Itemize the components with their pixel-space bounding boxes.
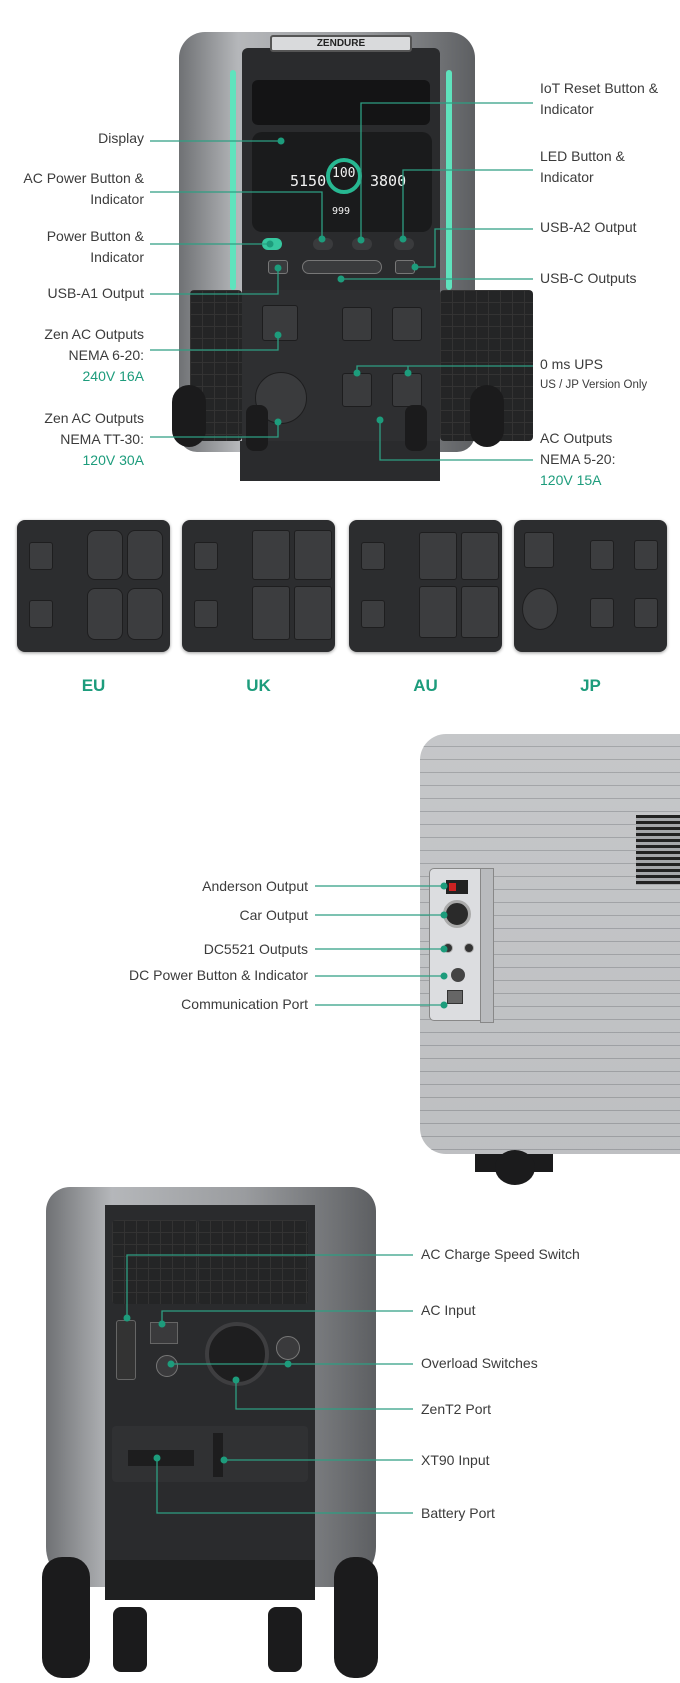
label-usb-c: USB-C Outputs [540, 270, 637, 286]
label-usb-a1: USB-A1 Output [47, 285, 145, 301]
region-label-au: AU [413, 676, 438, 695]
label-overload-switches: Overload Switches [421, 1355, 538, 1371]
label-ac-power-button: AC Power Button &Indicator [23, 170, 144, 207]
label-dc5521-outputs: DC5521 Outputs [203, 941, 308, 957]
caster [246, 405, 268, 451]
nema-5-20-outlet [392, 307, 422, 341]
panel-eu [17, 520, 170, 652]
back-flap [112, 1220, 198, 1304]
label-dc-power-button: DC Power Button & Indicator [129, 967, 308, 983]
wheel [42, 1557, 90, 1678]
led-button[interactable] [394, 238, 414, 250]
iot-reset-button[interactable] [352, 238, 372, 250]
label-ac-charge-speed-switch: AC Charge Speed Switch [421, 1246, 580, 1262]
panel-au [349, 520, 502, 652]
caster [495, 1150, 535, 1185]
dc5521-port [464, 943, 474, 953]
overload-switch[interactable] [156, 1355, 178, 1377]
nema-6-20-outlet [262, 305, 298, 341]
label-car-output: Car Output [239, 907, 308, 923]
led-strip-left [230, 70, 236, 290]
label-power-button: Power Button &Indicator [46, 228, 144, 265]
display-screen: 5150 100 3800 999 [252, 132, 432, 232]
ups-outlet [392, 373, 422, 407]
usb-a1-port [268, 260, 288, 274]
ac-charge-speed-switch[interactable] [116, 1320, 136, 1380]
label-display: Display [98, 130, 144, 146]
ups-outlet [342, 373, 372, 407]
communication-port [447, 990, 463, 1004]
label-anderson-output: Anderson Output [202, 878, 308, 894]
usb-a2-port [395, 260, 415, 274]
usb-c-ports [302, 260, 382, 274]
car-port [443, 900, 471, 928]
xt90-input [213, 1433, 223, 1477]
region-label-jp: JP [580, 676, 601, 695]
label-usb-a2: USB-A2 Output [540, 219, 637, 235]
wheel [470, 385, 504, 447]
battery-port [128, 1450, 194, 1466]
panel-jp [514, 520, 667, 652]
led-strip-right [446, 70, 452, 290]
caster [405, 405, 427, 451]
wheel [172, 385, 206, 447]
caster [113, 1607, 147, 1672]
overload-switch[interactable] [276, 1336, 300, 1360]
label-led-button: LED Button &Indicator [540, 148, 625, 185]
label-communication-port: Communication Port [181, 996, 308, 1012]
label-xt90-input: XT90 Input [421, 1452, 490, 1468]
display-output-watts: 3800 [370, 172, 407, 190]
label-zent2-port: ZenT2 Port [421, 1401, 492, 1417]
label-iot-reset: IoT Reset Button &Indicator [540, 80, 659, 117]
anderson-port [446, 880, 468, 894]
power-button[interactable] [262, 238, 282, 250]
dc-power-button[interactable] [451, 968, 465, 982]
region-label-uk: UK [246, 676, 271, 695]
wheel [334, 1557, 378, 1678]
brand-handle: ZENDURE [270, 35, 412, 52]
display-remaining-time: 999 [332, 206, 351, 217]
back-flap [198, 1220, 308, 1304]
region-label-eu: EU [81, 676, 106, 695]
zent2-port [205, 1322, 269, 1386]
panel-uk [182, 520, 335, 652]
ac-power-button[interactable] [313, 238, 333, 250]
ac-input-port [150, 1322, 178, 1344]
display-input-watts: 5150 [290, 172, 327, 190]
label-battery-port: Battery Port [421, 1505, 495, 1521]
display-battery-percent: 100 [332, 166, 356, 181]
nema-5-20-outlet [342, 307, 372, 341]
label-ac-input: AC Input [421, 1302, 476, 1318]
dc5521-port [443, 943, 453, 953]
caster [268, 1607, 302, 1672]
